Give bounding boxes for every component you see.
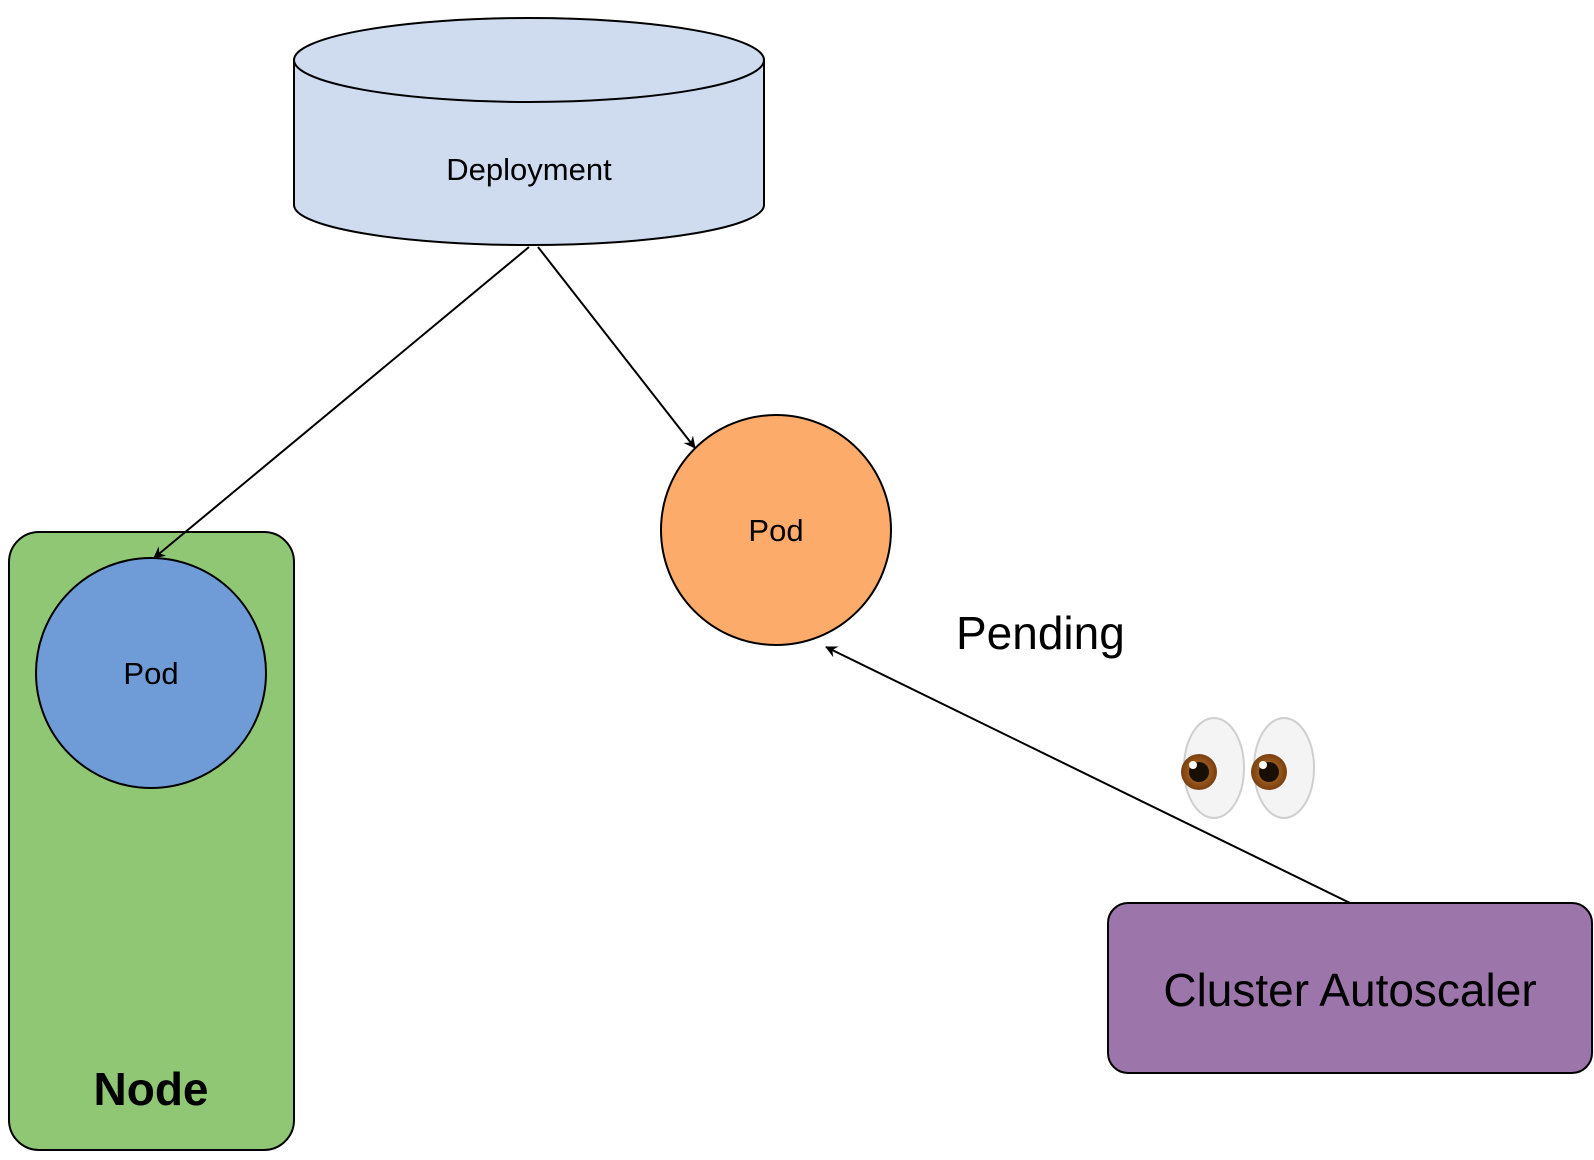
eyes-icon	[1181, 717, 1315, 819]
right-eye-icon	[1251, 717, 1315, 819]
running-pod[interactable]: Pod	[35, 557, 267, 789]
deployment-to-pending-pod-arrow	[537, 246, 696, 449]
pending-pod[interactable]: Pod	[660, 414, 892, 646]
running-pod-label: Pod	[123, 656, 178, 691]
cluster-autoscaler-box[interactable]: Cluster Autoscaler	[1107, 902, 1593, 1074]
cluster-autoscaler-label: Cluster Autoscaler	[1163, 964, 1536, 1016]
node-label: Node	[94, 1063, 209, 1115]
pending-pod-label: Pod	[748, 513, 803, 548]
pending-status-label: Pending	[956, 607, 1125, 659]
deployment-cylinder[interactable]: Deployment	[293, 17, 765, 246]
deployment-label: Deployment	[446, 152, 612, 187]
left-eye-icon	[1181, 717, 1245, 819]
deployment-to-running-pod-arrow	[153, 246, 530, 559]
autoscaler-to-pending-pod-arrow	[825, 646, 1351, 904]
